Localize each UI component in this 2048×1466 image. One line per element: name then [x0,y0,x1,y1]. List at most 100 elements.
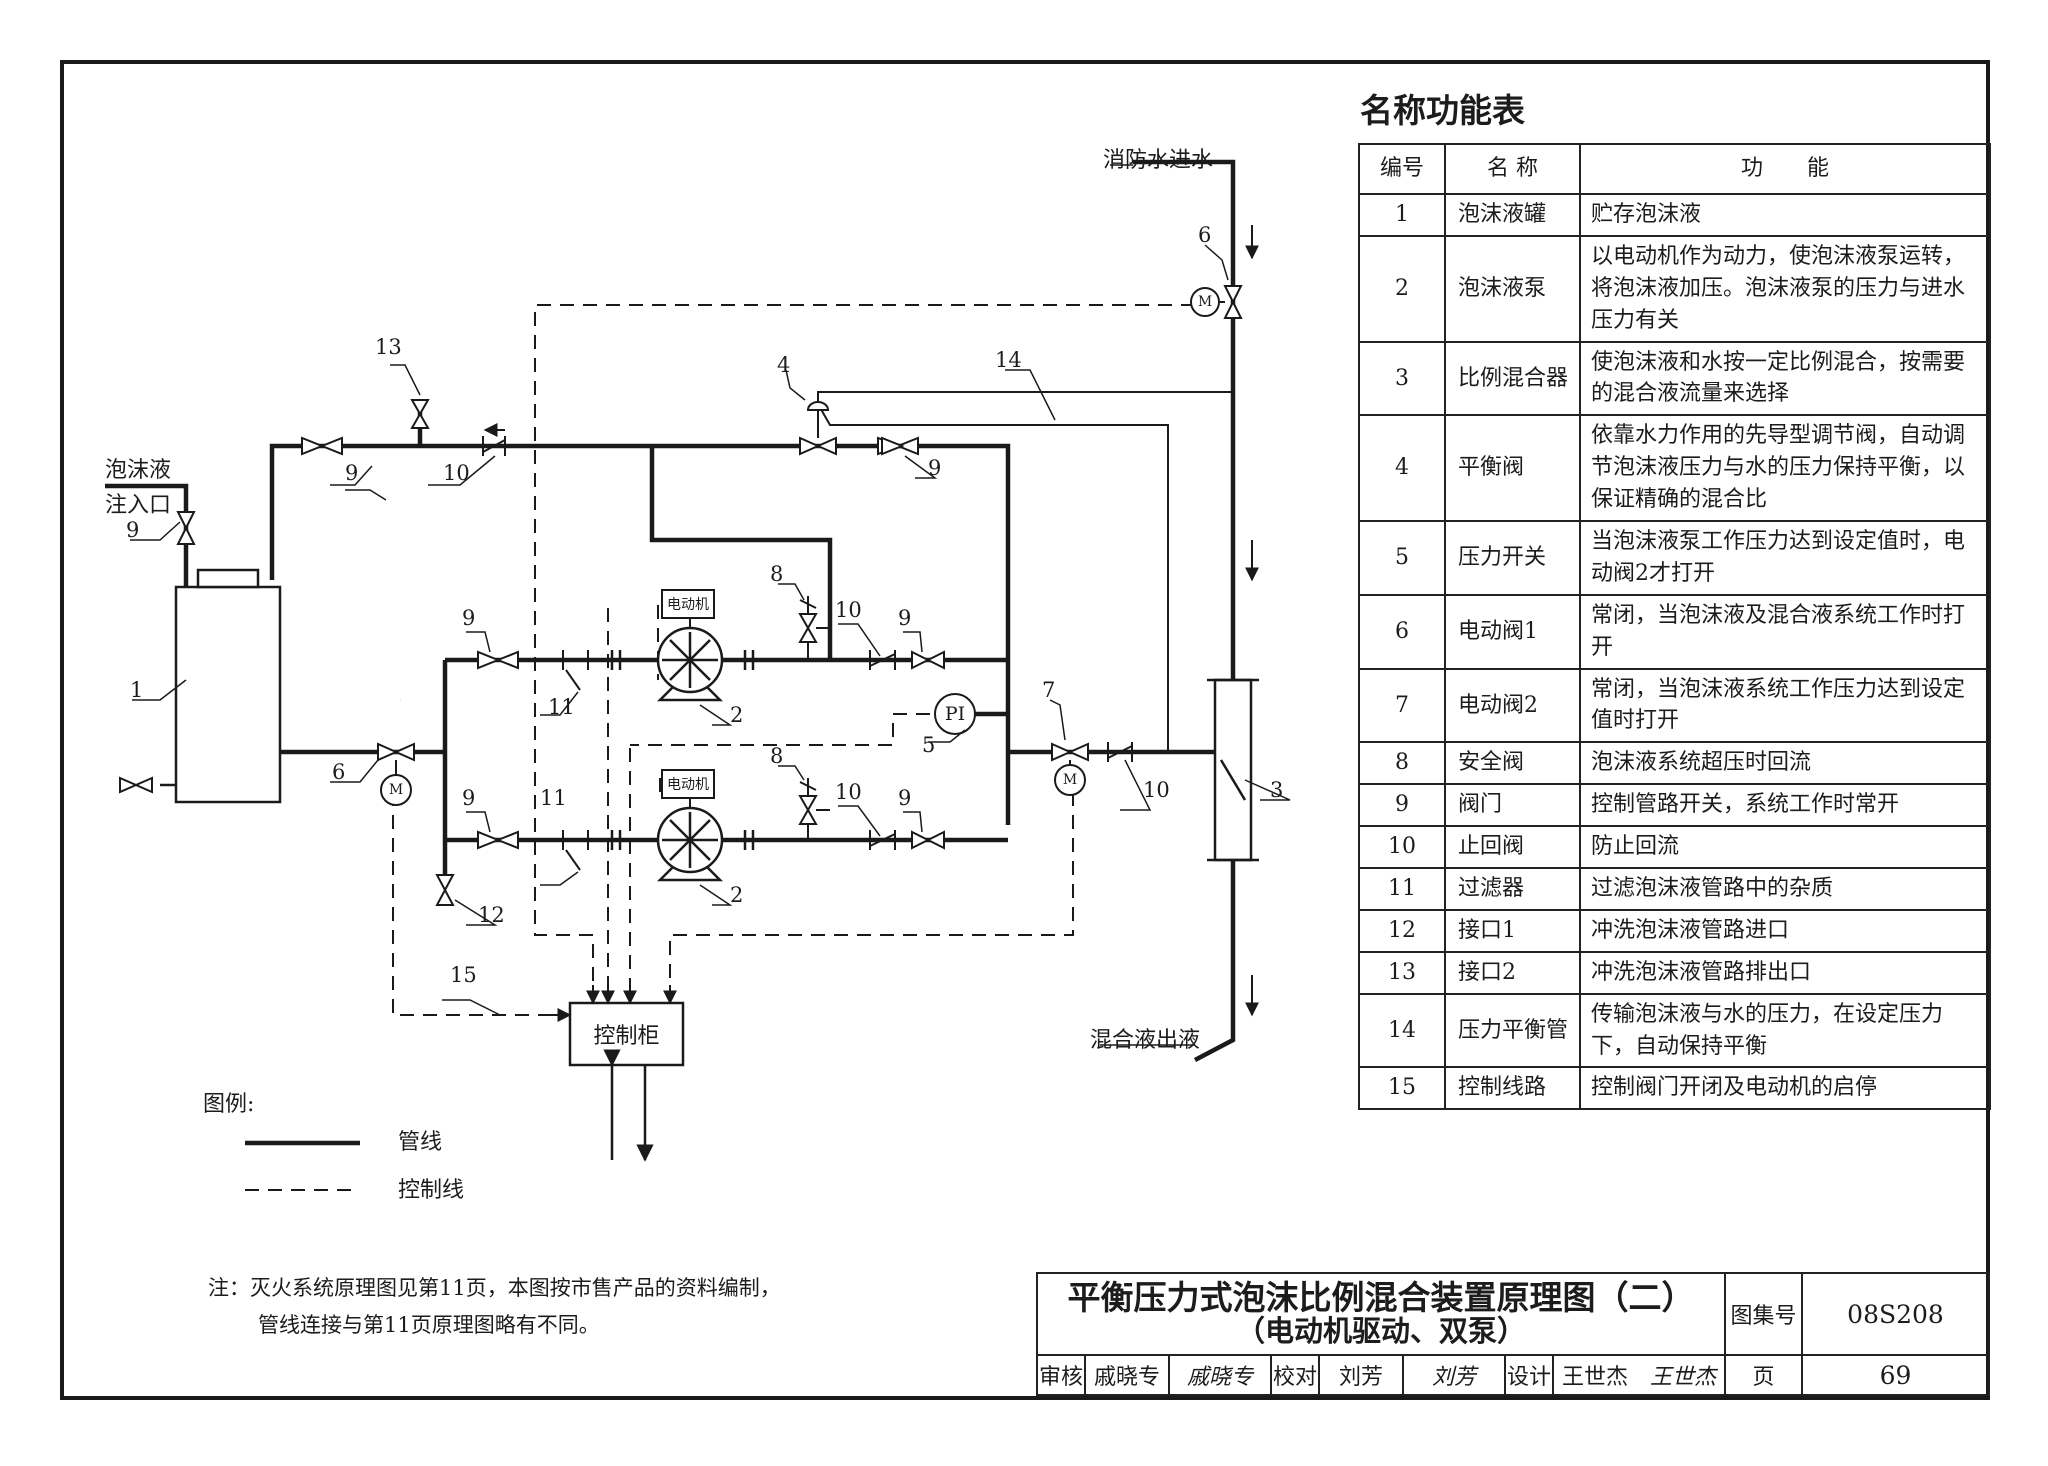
row-name: 平衡阀 [1444,414,1581,523]
row-function: 常闭，当泡沫液及混合液系统工作时打开 [1579,593,1991,670]
row-no: 1 [1358,193,1446,237]
row-no: 8 [1358,741,1446,786]
row-no: 5 [1358,520,1446,596]
reviewer-name: 戚晓专 [1084,1354,1170,1396]
page-number: 69 [1801,1354,1990,1396]
motor-valve-label-1: M [1197,294,1213,310]
header-function: 功 能 [1579,143,1991,195]
note-prefix: 注： [208,1276,250,1300]
row-function: 控制管路开关，系统工作时常开 [1579,783,1991,828]
callout-10a: 10 [443,461,470,485]
motor-lower-label: 电动机 [667,777,709,793]
drawing-title: 平衡压力式泡沫比例混合装置原理图（二） [1067,1278,1695,1318]
callout-10d: 10 [1143,778,1170,802]
title-block: 平衡压力式泡沫比例混合装置原理图（二） （电动机驱动、双泵） 图集号 08S20… [1036,1272,1990,1396]
row-no: 12 [1358,908,1446,953]
callout-9g: 9 [898,786,912,810]
note-line-2: 管线连接与第11页原理图略有不同。 [258,1312,600,1337]
control-cabinet-label: 控制柜 [593,1024,660,1049]
callout-14: 14 [995,348,1022,372]
callout-10b: 10 [835,598,862,622]
row-no: 15 [1358,1066,1446,1111]
review-label: 审核 [1036,1354,1086,1396]
row-function: 使泡沫液和水按一定比例混合，按需要的混合液流量来选择 [1579,340,1991,417]
header-no: 编号 [1358,143,1446,195]
callout-12: 12 [478,903,505,927]
legend-pipe-label: 管线 [398,1130,443,1155]
callout-9f: 9 [898,606,912,630]
row-function: 防止回流 [1579,825,1991,870]
designer-name: 王世杰 [1561,1365,1628,1390]
row-no: 11 [1358,867,1446,911]
function-table-title: 名称功能表 [1360,91,1525,130]
motor-lower [661,769,715,799]
footnote: 注：灭火系统原理图见第11页，本图按市售产品的资料编制， 管线连接与第11页原理… [208,1270,781,1344]
row-no: 3 [1358,340,1446,417]
atlas-number: 08S208 [1801,1272,1990,1356]
note-line-1: 灭火系统原理图见第11页，本图按市售产品的资料编制， [250,1276,781,1300]
pipe-lines [105,159,1236,1062]
gate-valves [119,285,1243,906]
row-name: 接口2 [1444,950,1581,995]
legend-title: 图例: [203,1092,255,1117]
callout-9e: 9 [462,786,476,810]
motor-valve-label-3: M [1062,772,1078,788]
reviewer-signature: 戚晓专 [1168,1354,1272,1396]
row-no: 7 [1358,667,1446,744]
row-function: 传输泡沫液与水的压力，在设定压力下，自动保持平衡 [1579,992,1991,1069]
row-name: 压力开关 [1444,520,1581,596]
callout-3: 3 [1270,778,1284,802]
check-label: 校对 [1270,1354,1320,1396]
pi-label: PI [944,703,966,725]
atlas-label: 图集号 [1724,1272,1803,1356]
row-function: 贮存泡沫液 [1579,193,1991,237]
row-name: 安全阀 [1444,741,1581,786]
designer-signature-cell: 王世杰 王世杰 [1552,1354,1726,1396]
foam-tank [174,568,282,804]
row-function: 当泡沫液泵工作压力达到设定值时，电动阀2才打开 [1579,520,1991,596]
callout-6a: 6 [332,760,346,784]
motor-upper-label: 电动机 [667,597,709,613]
row-name: 控制线路 [1444,1066,1581,1111]
row-name: 电动阀2 [1444,667,1581,744]
pump-upper [656,626,724,702]
callout-2a: 2 [730,703,744,727]
row-name: 电动阀1 [1444,593,1581,670]
pressure-balance-tube [817,391,1233,752]
row-function: 冲洗泡沫液管路排出口 [1579,950,1991,995]
motor-valve-label-2: M [388,782,404,798]
legend-control-label: 控制线 [398,1178,465,1203]
row-function: 以电动机作为动力，使泡沫液泵运转，将泡沫液加压。泡沫液泵的压力与进水压力有关 [1579,234,1991,343]
row-function: 常闭，当泡沫液系统工作压力达到设定值时打开 [1579,667,1991,744]
row-function: 冲洗泡沫液管路进口 [1579,908,1991,953]
callout-6b: 6 [1198,223,1212,247]
callout-8a: 8 [770,562,784,586]
check-valves [482,436,1133,850]
row-function: 控制阀门开闭及电动机的启停 [1579,1066,1991,1111]
drawing-subtitle: （电动机驱动、双泵） [1235,1314,1526,1349]
row-no: 9 [1358,783,1446,828]
row-name: 过滤器 [1444,867,1581,911]
callout-8b: 8 [770,744,784,768]
callout-9c: 9 [928,456,942,480]
title-cell: 平衡压力式泡沫比例混合装置原理图（二） （电动机驱动、双泵） [1036,1272,1726,1356]
callout-9d: 9 [462,606,476,630]
callout-7: 7 [1042,678,1056,702]
page-label: 页 [1724,1354,1803,1396]
row-no: 13 [1358,950,1446,995]
callout-1: 1 [130,678,144,702]
row-name: 压力平衡管 [1444,992,1581,1069]
callout-5: 5 [922,733,936,757]
pump-lower [656,806,724,882]
foam-inlet-label-2: 注入口 [105,493,172,518]
